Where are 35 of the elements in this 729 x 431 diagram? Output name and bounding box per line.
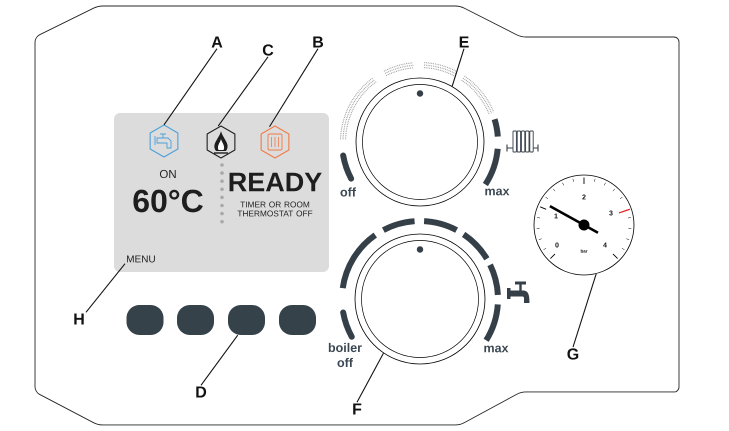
leader-line (218, 56, 268, 126)
leader-line (269, 48, 318, 128)
leader-line (572, 274, 597, 348)
temperature-reading: 60°C (133, 190, 203, 212)
flame-icon (206, 125, 236, 159)
leader-line (452, 48, 465, 86)
leader-line (86, 263, 126, 313)
callout-letter: G (567, 348, 578, 360)
callout-letter: H (74, 313, 84, 324)
leader-line (200, 334, 238, 386)
push-button (228, 305, 265, 335)
dial-label: max (485, 188, 510, 196)
radiator-icon (260, 125, 290, 159)
callout-letter: C (262, 44, 274, 56)
leader-line (164, 48, 218, 126)
status-heading: READY (230, 172, 322, 192)
menu-label: MENU (127, 256, 155, 262)
pressure-gauge (534, 174, 634, 276)
callout-letter: F (353, 403, 362, 414)
dial-label: boiler off (328, 342, 362, 368)
callout-letter: A (212, 36, 222, 48)
dial-label: max (484, 346, 508, 352)
tap-icon (150, 124, 178, 158)
dial-label: off (340, 187, 356, 197)
callout-letter: D (196, 386, 206, 398)
push-button (126, 305, 164, 335)
push-button (279, 305, 316, 335)
display-screen (114, 113, 329, 272)
callout-letter: B (313, 36, 324, 48)
callout-letter: E (460, 36, 469, 48)
push-button (177, 305, 214, 335)
leader-line (356, 352, 384, 403)
status-message: TIMER OR ROOM THERMOSTAT OFF (238, 202, 312, 216)
control-knob (356, 78, 484, 206)
status-text: ON (160, 170, 176, 178)
